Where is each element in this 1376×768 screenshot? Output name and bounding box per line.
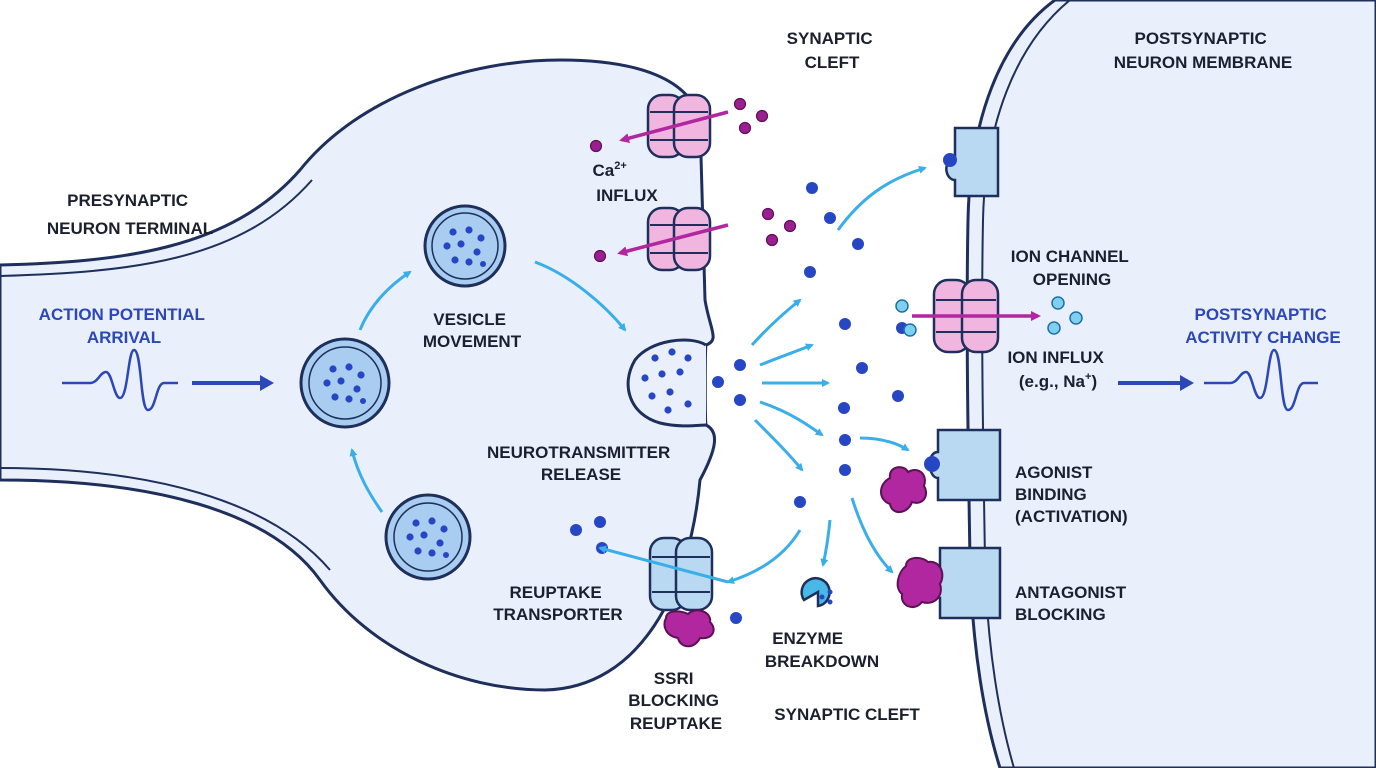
ion-influx-label: ION INFLUX (e.g., Na+)	[1007, 348, 1108, 391]
reuptake-label: REUPTAKE TRANSPORTER	[493, 583, 622, 624]
antagonist-receptor	[930, 546, 1002, 620]
vesicle-top	[423, 204, 507, 288]
vesicle-bottom	[384, 493, 472, 581]
agonist-drug	[880, 466, 928, 513]
ion-channel-label: ION CHANNEL OPENING	[1011, 247, 1133, 289]
presynaptic-inner-line-bottom	[0, 467, 331, 571]
reuptake-arrow	[598, 545, 729, 584]
postsynaptic-membrane-label: POSTSYNAPTIC NEURON MEMBRANE	[1114, 29, 1293, 72]
calcium-channel-bottom	[646, 206, 712, 272]
postsynaptic-wave	[1204, 348, 1318, 412]
postsynaptic-inner-line	[981, 0, 1071, 768]
presynaptic-inner-line	[0, 179, 313, 277]
synaptic-cleft-top-label: SYNAPTIC CLEFT	[787, 29, 878, 72]
release-flow-arrows	[726, 165, 927, 585]
vesicle-cycle-arrows	[349, 260, 627, 513]
release-label: NEUROTRANSMITTER RELEASE	[487, 443, 675, 484]
presynaptic-label: PRESYNAPTIC NEURON TERMINAL	[47, 191, 213, 238]
sodium-ions	[895, 296, 1083, 337]
calcium-influx-label: Ca2+ INFLUX	[592, 154, 658, 205]
action-potential-label: ACTION POTENTIAL ARRIVAL	[39, 305, 210, 347]
enzyme-breakdown	[800, 576, 833, 608]
antagonist-label: ANTAGONIST BLOCKING	[1015, 583, 1131, 624]
enzyme-label: ENZYME BREAKDOWN	[765, 629, 879, 671]
antagonist-drug	[896, 556, 944, 609]
neurotransmitter-molecules	[570, 182, 908, 624]
fusing-vesicle	[626, 338, 707, 428]
vesicle-middle	[299, 337, 391, 429]
vesicle-movement-label: VESICLE MOVEMENT	[423, 310, 522, 351]
synaptic-cleft-bottom-label: SYNAPTIC CLEFT	[774, 705, 920, 724]
receptor-top	[943, 126, 1000, 198]
calcium-ions	[589, 97, 797, 263]
calcium-influx-arrows	[617, 110, 729, 257]
calcium-channel-top	[646, 93, 712, 159]
ssri-drug	[663, 609, 715, 648]
agonist-label: AGONIST BINDING (ACTIVATION)	[1015, 463, 1128, 526]
agonist-receptor	[924, 428, 1002, 502]
ssri-label: SSRI BLOCKING REUPTAKE	[628, 669, 723, 733]
postsynaptic-activity-label: POSTSYNAPTIC ACTIVITY CHANGE	[1185, 305, 1341, 347]
action-potential-wave	[62, 348, 178, 412]
